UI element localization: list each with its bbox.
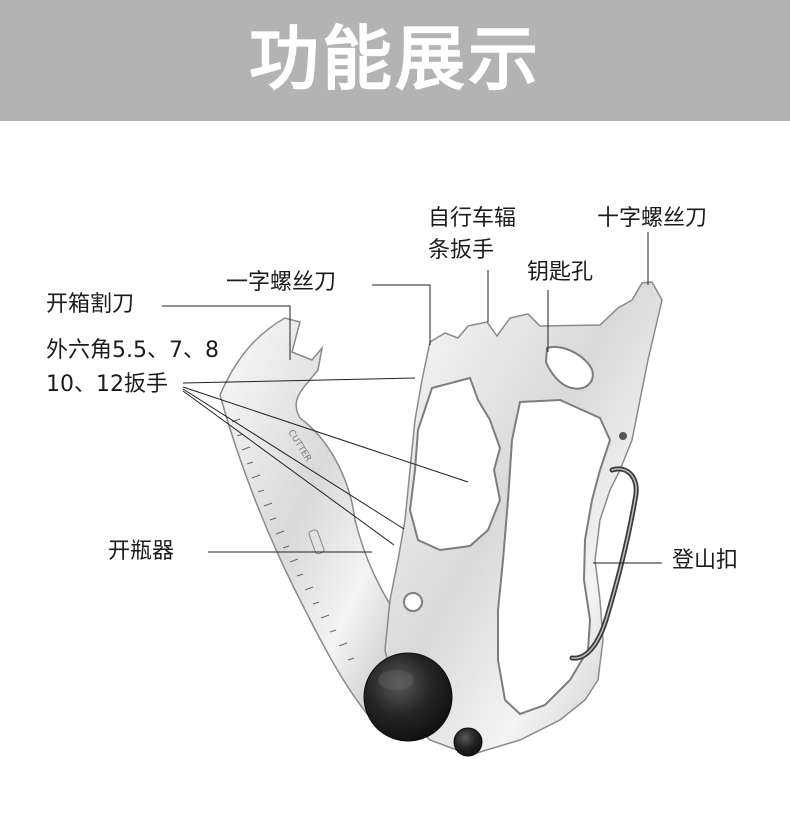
key-hole-cutout [544, 346, 594, 390]
label-flat-screwdriver: 一字螺丝刀 [226, 270, 337, 295]
label-carabiner: 登山扣 [672, 548, 739, 573]
knife-blade: CUTTER [219, 317, 408, 731]
header-banner: 功能展示 [0, 0, 790, 121]
bottle-opener-hole [403, 592, 423, 612]
ruler-ticks [231, 418, 355, 661]
label-phillips-screwdriver: 十字螺丝刀 [597, 206, 708, 231]
small-hole [619, 432, 627, 440]
page-title: 功能展示 [249, 18, 541, 100]
pivot-knob [363, 652, 453, 742]
leader-lines [162, 232, 662, 564]
label-spoke-wrench-line1: 自行车辐 [428, 206, 517, 231]
label-hex-wrench-line2: 10、12扳手 [46, 372, 168, 397]
bottle-engraving-icon [308, 529, 325, 555]
label-spoke-wrench-line2: 条扳手 [428, 238, 495, 263]
label-hex-wrench-line1: 外六角5.5、7、8 [46, 338, 219, 363]
label-key-hole: 钥匙孔 [527, 260, 594, 285]
label-bottle-opener: 开瓶器 [108, 539, 175, 564]
tool-body [384, 281, 663, 756]
small-screw [453, 727, 483, 757]
label-box-cutter: 开箱割刀 [46, 292, 135, 317]
